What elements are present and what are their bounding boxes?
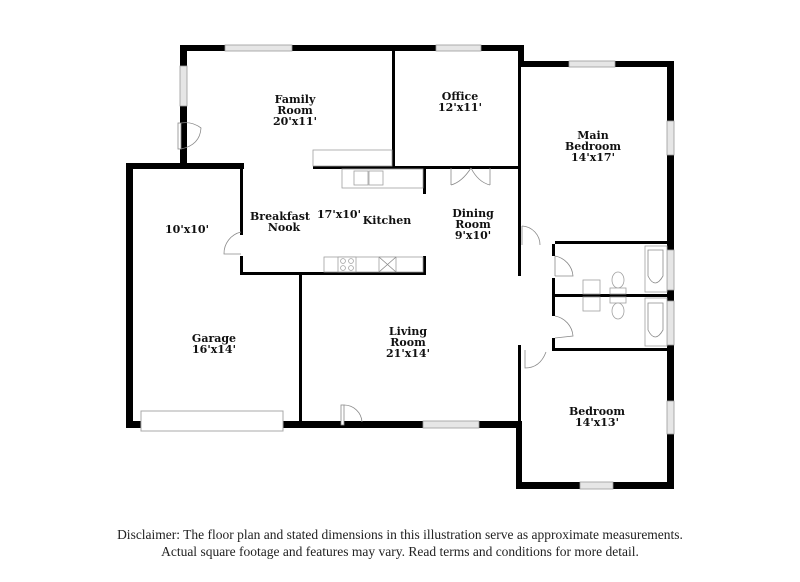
window-main-bed-top xyxy=(568,60,616,68)
main-bedroom-dimensions: 14'x17' xyxy=(571,151,615,164)
garage-dimensions: 16'x14' xyxy=(192,343,236,356)
window-bedroom-bottom xyxy=(579,481,614,490)
disclaimer-line-1: Disclaimer: The floor plan and stated di… xyxy=(117,527,683,542)
storage-dimensions: 10'x10' xyxy=(165,223,209,236)
window-living-bottom xyxy=(422,420,480,429)
window-bath2 xyxy=(666,300,675,346)
windows xyxy=(179,44,675,490)
sink-bath1 xyxy=(582,279,601,295)
door-family-exterior xyxy=(177,122,202,150)
bedroom-name: Bedroom xyxy=(569,405,625,418)
dining-room-dimensions: 9'x10' xyxy=(455,229,491,242)
living-room-name-2: Room xyxy=(390,336,426,349)
kitchen-dimensions: 17'x10' xyxy=(317,208,361,221)
window-main-bed-right xyxy=(666,120,675,156)
door-bath2 xyxy=(554,315,574,339)
window-bath1 xyxy=(666,249,675,291)
sink-right xyxy=(368,170,384,186)
kitchen-fixtures xyxy=(312,149,424,273)
door-storage xyxy=(223,231,242,255)
counter-family xyxy=(312,149,393,167)
family-room-name-1: Family xyxy=(275,93,316,106)
door-bath1 xyxy=(554,255,574,277)
window-bedroom-right xyxy=(666,400,675,435)
dining-room-name-2: Room xyxy=(455,218,491,231)
room-labels: Family Room 20'x11' Office 12'x11' Main … xyxy=(165,90,625,429)
window-office-top xyxy=(435,44,482,52)
window-family-left xyxy=(179,65,188,107)
kitchen-name: Kitchen xyxy=(363,214,412,227)
main-bedroom-name-2: Bedroom xyxy=(565,140,621,153)
dining-room-name-1: Dining xyxy=(452,207,494,220)
door-bedroom xyxy=(524,350,547,369)
doors xyxy=(177,122,574,426)
office-dimensions: 12'x11' xyxy=(438,101,482,114)
door-front xyxy=(340,404,363,426)
living-room-name-1: Living xyxy=(389,325,427,338)
office-name: Office xyxy=(442,90,479,103)
sink-left xyxy=(353,170,369,186)
bath-fixtures xyxy=(582,245,668,347)
stove xyxy=(337,256,357,273)
toilet-2 xyxy=(611,302,625,320)
main-bedroom-name-1: Main xyxy=(577,129,608,142)
family-room-name-2: Room xyxy=(277,104,313,117)
toilet-1 xyxy=(611,271,625,289)
garage-door xyxy=(140,410,284,432)
door-main-bedroom xyxy=(521,225,541,246)
door-office-double xyxy=(450,167,491,186)
family-room-dimensions: 20'x11' xyxy=(273,115,317,128)
garage-name: Garage xyxy=(192,332,236,345)
window-family-top xyxy=(224,44,293,52)
living-room-dimensions: 21'x14' xyxy=(386,347,430,360)
breakfast-nook-name-2: Nook xyxy=(268,221,301,234)
sink-bath2 xyxy=(582,296,601,312)
breakfast-nook-name-1: Breakfast xyxy=(250,210,311,223)
disclaimer-line-2: Actual square footage and features may v… xyxy=(161,544,639,559)
bedroom-dimensions: 14'x13' xyxy=(575,416,619,429)
